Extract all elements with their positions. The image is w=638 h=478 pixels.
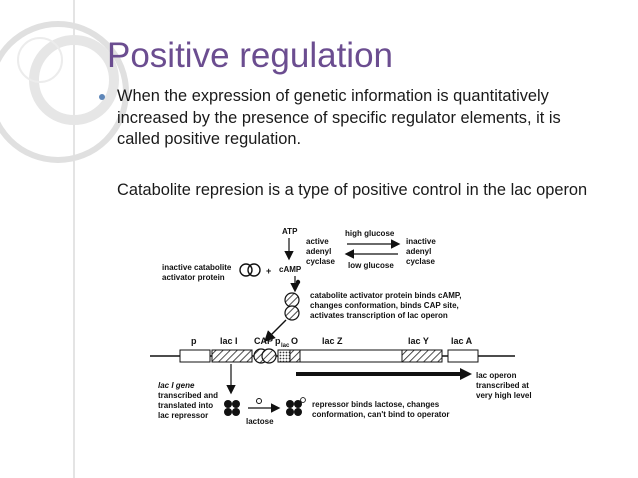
laci-gene-text-4: lac repressor [158,411,208,420]
inactive-cap-icon [239,263,261,277]
cap-camp-complex-icon [284,292,300,321]
cap-binds-text-2: changes conformation, binds CAP site, [310,301,459,310]
operon-text-2: transcribed at [476,381,529,390]
operon-text-3: very high level [476,391,532,400]
laci-gene-text-2: transcribed and [158,391,218,400]
lactose-icon [256,398,262,404]
lacy-block [401,349,443,363]
repressor-text-1: repressor binds lactose, changes [312,400,440,409]
cyclase-label-2: cyclase [406,257,435,266]
promoter-p-block [179,349,211,363]
bullet-text: Catabolite represion is a type of positi… [117,181,588,199]
adenyl-label-2: adenyl [406,247,431,256]
active-label: active [306,237,329,246]
gene-plac-subscript: lac [281,343,290,349]
bullet-text: When the expression of genetic informati… [117,87,561,148]
gene-o-label: O [291,336,298,346]
inactive-label: inactive [406,237,436,246]
cap-bound-on-dna-icon [253,348,277,364]
bullet-positive-regulation: When the expression of genetic informati… [99,86,607,151]
slide-title: Positive regulation [107,36,393,75]
gene-plac-label: p [275,336,281,346]
inactive-repressor-icon [286,397,306,416]
gene-laci-label: lac I [220,336,238,346]
cap-binds-text-1: catabolite activator protein binds cAMP, [310,291,461,300]
lacz-block [299,349,403,363]
cap-to-dna-arrow [264,319,287,342]
gene-cap-label: CAP [254,336,273,346]
gene-p-label: p [191,336,197,346]
laca-block [447,349,479,363]
adenyl-label: adenyl [306,247,331,256]
plac-block [277,349,291,363]
inactive-cap-label-2: activator protein [162,273,225,282]
repressor-text-2: conformation, can't bind to operator [312,410,449,419]
plus-sign: + [266,266,271,276]
camp-label: cAMP [279,265,302,274]
cap-binds-text-3: activates transcription of lac operon [310,311,448,320]
inactive-cap-label-1: inactive catabolite [162,263,232,272]
bullet-catabolite-repression: Catabolite represion is a type of positi… [117,180,607,215]
lac-repressor-icon [224,400,240,416]
laci-block [211,349,253,363]
operon-text-1: lac operon [476,371,517,380]
lactose-label: lactose [246,417,274,426]
low-glucose-label: low glucose [348,261,394,270]
high-glucose-label: high glucose [345,229,395,238]
transcription-arrow [296,368,472,380]
gene-lacz-label: lac Z [322,336,343,346]
bullet-icon [99,94,105,100]
atp-label: ATP [282,227,298,236]
camp-icon [295,279,301,285]
laci-gene-text-3: translated into [158,401,213,410]
cyclase-label: cyclase [306,257,335,266]
gene-laca-label: lac A [451,336,473,346]
operator-block [289,349,301,363]
laci-gene-text-1: lac I gene [158,381,195,390]
gene-lacy-label: lac Y [408,336,429,346]
